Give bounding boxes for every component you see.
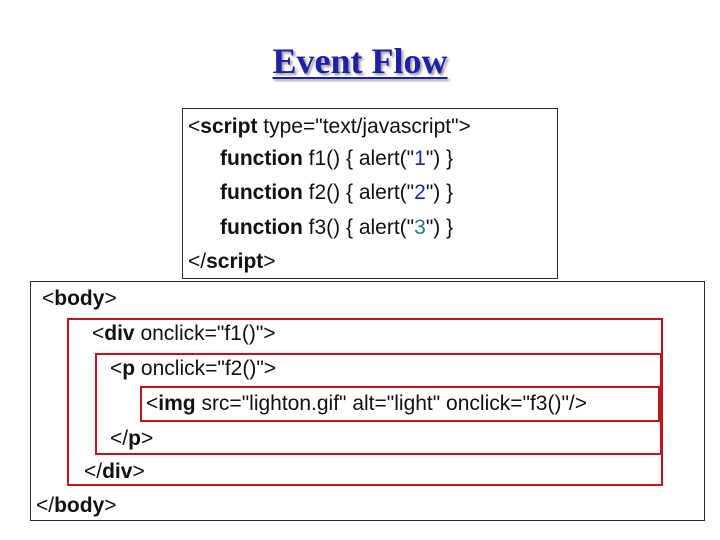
- function-signature: f2() { alert(": [302, 181, 415, 204]
- function-end: ") }: [425, 216, 454, 239]
- p-open-attr: onclick="f2()">: [135, 357, 277, 380]
- function-line-3: function f3() { alert("3") }: [220, 216, 453, 240]
- p-open-tag: p: [122, 357, 136, 380]
- script-code-box: [182, 108, 558, 279]
- function-keyword: function: [220, 181, 303, 204]
- script-open-attr: type="text/javascript">: [257, 115, 471, 138]
- img-attr: src="lighton.gif" alt="light" onclick="f…: [195, 392, 588, 415]
- function-keyword: function: [220, 216, 303, 239]
- img-highlight-box: [140, 386, 660, 422]
- slide-title: Event Flow: [272, 41, 448, 81]
- script-close-line: </script>: [188, 250, 276, 273]
- script-open-line: <script type="text/javascript">: [188, 115, 471, 138]
- body-close-line: </body>: [36, 494, 117, 517]
- div-close-line: </div>: [84, 460, 145, 483]
- div-open-attr: onclick="f1()">: [134, 322, 276, 345]
- script-close-tag: script: [206, 250, 264, 273]
- function-end: ") }: [425, 181, 454, 204]
- alert-argument: 3: [414, 216, 426, 239]
- function-keyword: function: [220, 147, 303, 170]
- p-open-line: <p onclick="f2()">: [110, 357, 277, 380]
- img-line: <img src="lighton.gif" alt="light" oncli…: [146, 392, 588, 415]
- body-open-tag: body: [54, 287, 105, 310]
- body-code-box: [30, 281, 705, 521]
- function-line-2: function f2() { alert("2") }: [220, 181, 453, 205]
- function-line-1: function f1() { alert("1") }: [220, 147, 453, 171]
- body-open-line: <body>: [42, 287, 117, 310]
- function-signature: f3() { alert(": [302, 216, 415, 239]
- p-highlight-box: [95, 353, 662, 455]
- div-open-line: <div onclick="f1()">: [92, 322, 276, 345]
- p-close-line: </p>: [110, 427, 154, 450]
- alert-argument: 2: [414, 181, 426, 204]
- div-open-tag: div: [104, 322, 135, 345]
- img-tag: img: [158, 392, 196, 415]
- body-close-tag: body: [54, 494, 105, 517]
- alert-argument: 1: [414, 147, 426, 170]
- function-end: ") }: [425, 147, 454, 170]
- function-signature: f1() { alert(": [302, 147, 415, 170]
- div-highlight-box: [67, 318, 663, 486]
- div-close-tag: div: [102, 460, 133, 483]
- script-open-tag: script: [200, 115, 258, 138]
- p-close-tag: p: [128, 427, 141, 450]
